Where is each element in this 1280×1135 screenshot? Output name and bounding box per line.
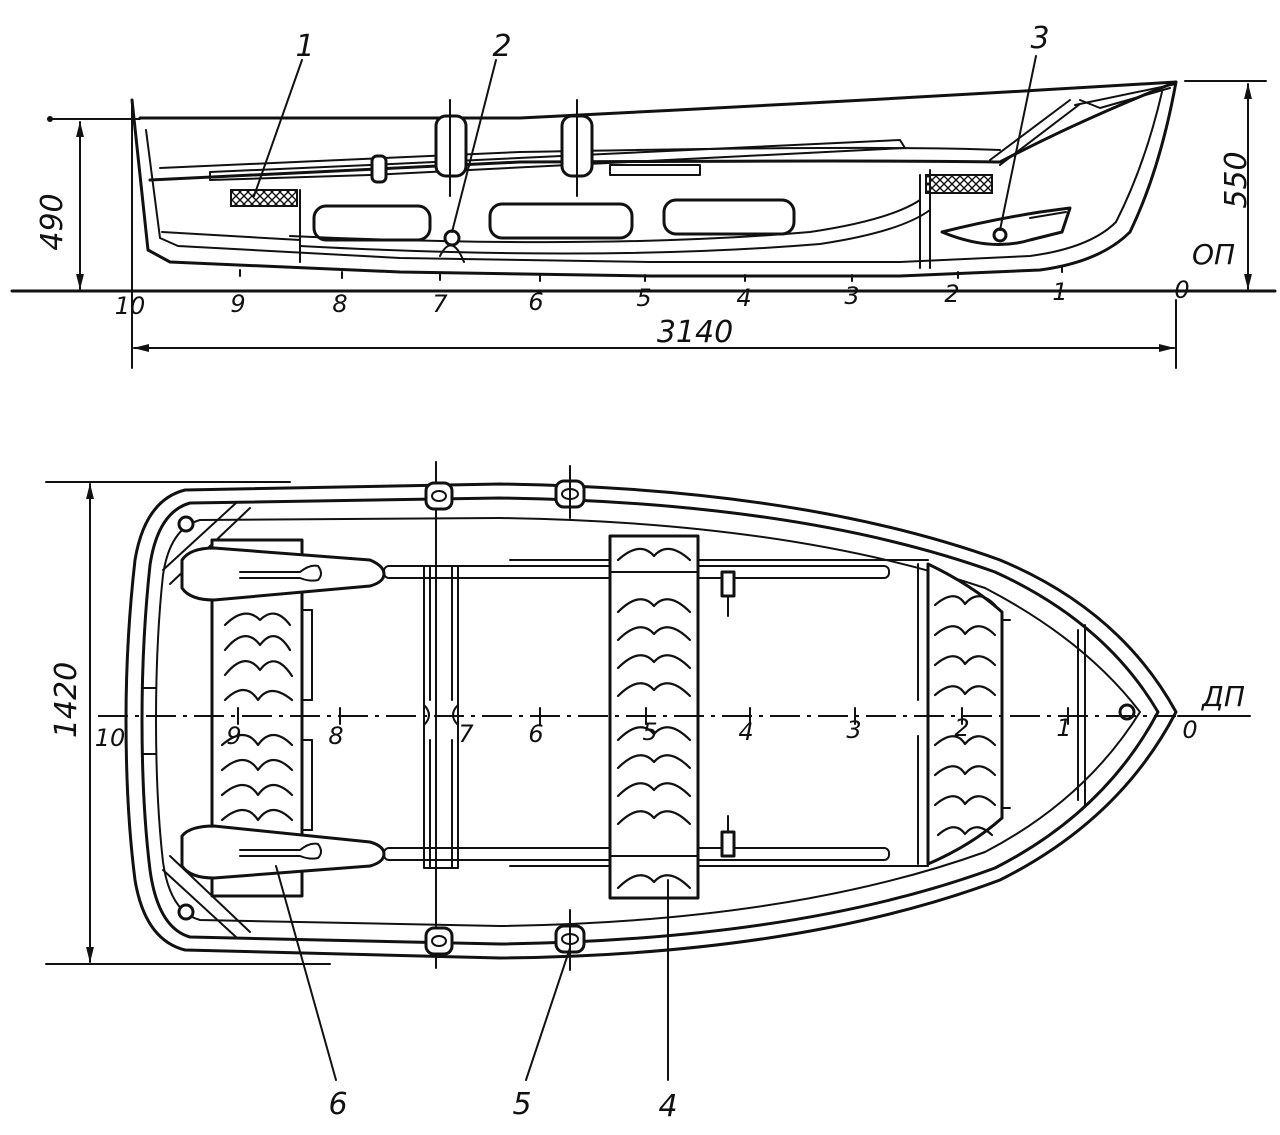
side-opening-1 — [312, 204, 432, 242]
dim-height-stern-label: 490 — [35, 193, 70, 250]
plan-station-1: 1 — [1056, 714, 1071, 742]
side-hull-outline — [130, 80, 1178, 278]
plan-hull-gunwale — [140, 496, 1160, 946]
drain-hole-top — [177, 515, 195, 533]
dim-height-bow-label: 550 — [1219, 151, 1254, 208]
flotation-block-bow — [925, 174, 993, 194]
callout-4: 4 — [658, 1089, 677, 1124]
side-station-9: 9 — [230, 290, 245, 318]
plan-station-3: 3 — [846, 716, 861, 744]
middle-seat-grain — [616, 547, 692, 890]
side-hull-inner — [145, 91, 1163, 263]
keel-ring — [443, 229, 461, 247]
plan-rowlocks — [424, 465, 586, 971]
bow-seat-grain — [933, 595, 997, 837]
side-sheer — [148, 80, 1178, 182]
side-station-6: 6 — [528, 288, 543, 316]
plan-hull-outer — [124, 482, 1178, 960]
side-view: 10 9 8 7 6 5 4 3 2 1 0 3140 490 550 ОП 1… — [10, 21, 1277, 369]
plan-station-10: 10 — [95, 724, 126, 752]
side-station-5: 5 — [636, 284, 651, 312]
bow-seat — [926, 562, 1004, 866]
callout-2: 2 — [492, 29, 511, 64]
callout-6: 6 — [328, 1087, 347, 1122]
drain-hole-bottom — [177, 903, 195, 921]
side-station-ticks — [239, 265, 1063, 282]
centerline-label: ДП — [1200, 680, 1245, 713]
baseline-label: ОП — [1192, 238, 1235, 271]
side-station-10: 10 — [115, 292, 146, 320]
side-oar — [209, 139, 906, 181]
side-opening-3 — [662, 198, 796, 236]
plan-station-4: 4 — [738, 718, 753, 746]
plan-station-7: 7 — [458, 720, 474, 748]
plan-station-6: 6 — [528, 720, 543, 748]
side-station-0: 0 — [1174, 276, 1189, 304]
side-station-2: 2 — [944, 280, 959, 308]
oar-bottom — [180, 815, 901, 880]
plan-station-9: 9 — [226, 722, 241, 750]
callout-5: 5 — [512, 1087, 531, 1122]
callout-1: 1 — [295, 29, 314, 64]
plan-view: 1 4 2 0 — [45, 461, 1251, 1124]
side-station-1: 1 — [1052, 278, 1067, 306]
side-station-4: 4 — [736, 284, 751, 312]
plan-station-8: 8 — [328, 722, 343, 750]
side-opening-2 — [488, 202, 634, 240]
side-station-3: 3 — [844, 282, 859, 310]
dim-length-label: 3140 — [657, 315, 733, 350]
plan-station-0: 0 — [1182, 716, 1197, 744]
plan-station-5: 5 — [642, 718, 657, 746]
callout-3: 3 — [1030, 21, 1049, 56]
flotation-block-stern — [230, 189, 298, 207]
bow-fitting — [940, 206, 1072, 246]
side-station-7: 7 — [432, 290, 448, 318]
plan-station-2: 2 — [954, 714, 969, 742]
side-station-8: 8 — [332, 290, 347, 318]
dim-beam-label: 1420 — [49, 662, 84, 738]
plan-station-ticks — [237, 707, 1069, 725]
